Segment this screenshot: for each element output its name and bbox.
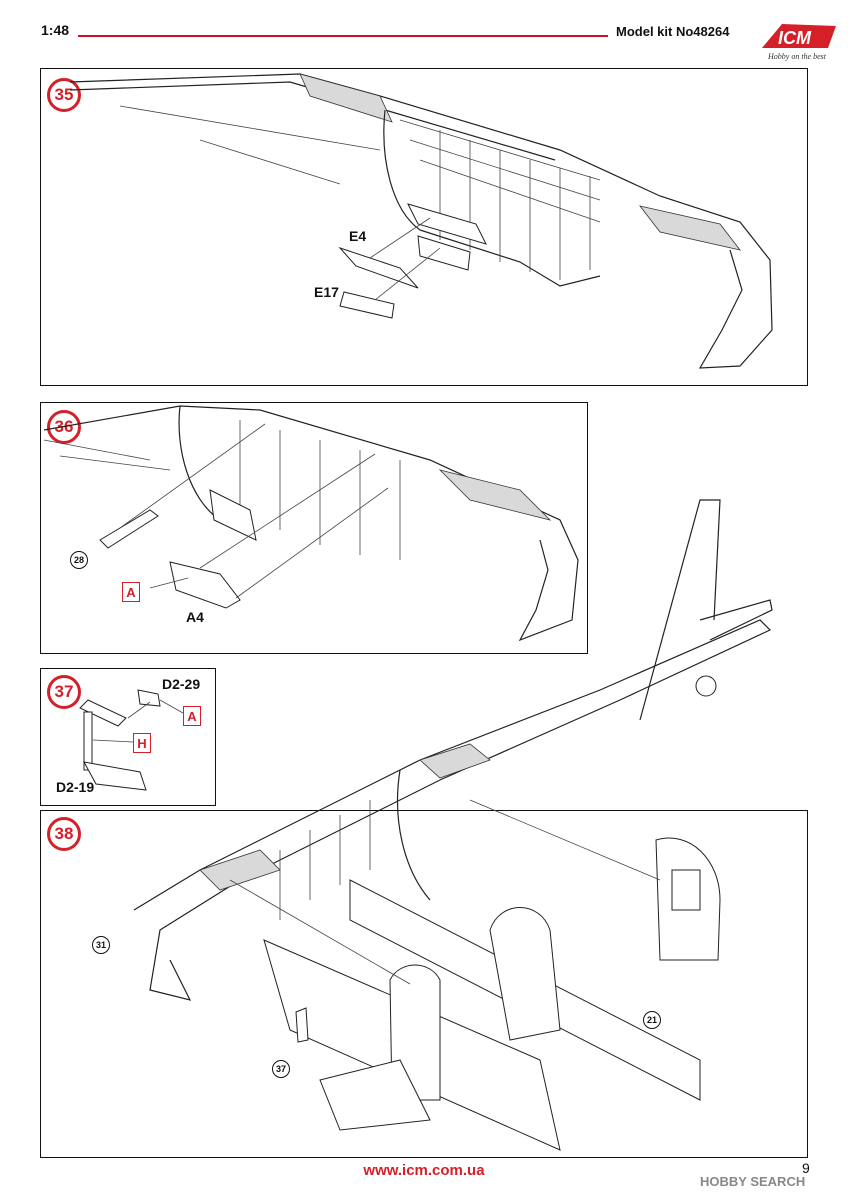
step-37-number: 37 [47, 675, 81, 709]
svg-text:ICM: ICM [778, 28, 812, 48]
step-38-number: 38 [47, 817, 81, 851]
part-label-e4: E4 [349, 228, 367, 244]
paint-code-h: H [133, 733, 151, 753]
icm-logo: ICM Hobby on the best [756, 18, 838, 62]
paint-code-a: A [122, 582, 140, 602]
part-label-a4: A4 [186, 609, 204, 625]
website-url[interactable]: www.icm.com.ua [363, 1162, 485, 1179]
ref-step-28: 28 [70, 551, 88, 569]
part-label-e17: E17 [314, 284, 339, 300]
page-number: 9 [802, 1160, 810, 1176]
ref-step-31: 31 [92, 936, 110, 954]
fuselage-interior-36 [43, 405, 579, 642]
paint-code-a: A [183, 706, 201, 726]
svg-text:Hobby on the best: Hobby on the best [767, 52, 827, 61]
ref-step-21: 21 [643, 1011, 661, 1029]
scale-label: 1:48 [41, 22, 70, 38]
main-assembly-38 [133, 499, 773, 1151]
part-label-d2-29: D2-29 [162, 676, 201, 692]
control-column-37 [79, 689, 184, 791]
step-35-number: 35 [47, 78, 81, 112]
header-rule [78, 35, 608, 37]
kit-number: Model kit No48264 [616, 24, 730, 39]
watermark: HOBBY SEARCH [700, 1174, 806, 1189]
fuselage-interior-35 [69, 73, 773, 369]
part-label-d2-19: D2-19 [56, 779, 95, 795]
ref-step-37: 37 [272, 1060, 290, 1078]
